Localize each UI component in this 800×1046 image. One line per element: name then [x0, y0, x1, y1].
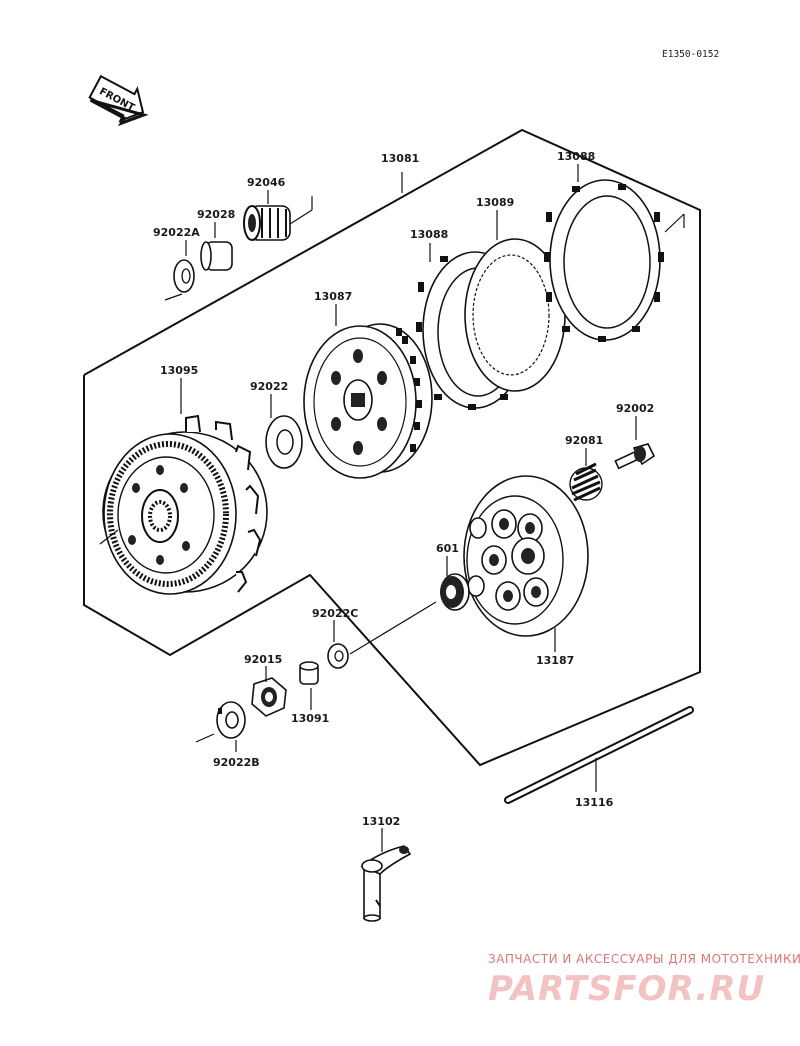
washer-92022c — [327, 643, 349, 669]
lock-washer-92022b — [216, 701, 246, 739]
label-92022a: 92022A — [153, 226, 200, 239]
label-13102: 13102 — [362, 815, 400, 828]
label-92046: 92046 — [247, 176, 286, 189]
assembly-outline — [83, 128, 701, 767]
label-92081: 92081 — [565, 434, 603, 447]
sleeve-92028 — [200, 241, 233, 271]
nut-92015 — [251, 677, 287, 717]
label-13088-left: 13088 — [410, 228, 448, 241]
front-arrow-icon: FRONT — [88, 74, 149, 127]
needle-bearing-92046 — [243, 205, 291, 241]
bolt-92002 — [614, 443, 656, 470]
label-92015: 92015 — [244, 653, 282, 666]
release-lever-13102 — [360, 845, 412, 922]
label-92022c: 92022C — [312, 607, 358, 620]
label-13095: 13095 — [160, 364, 198, 377]
label-92022: 92022 — [250, 380, 288, 393]
spring-92081 — [569, 462, 603, 502]
friction-plate-13088-right — [544, 179, 664, 342]
sleeve-13091 — [299, 661, 319, 685]
label-13089: 13089 — [476, 196, 514, 209]
thrust-washer-92022 — [265, 415, 303, 469]
diagram-code: E1350-0152 — [662, 49, 719, 60]
watermark-subtitle: ЗАПЧАСТИ И АКСЕССУАРЫ ДЛЯ МОТОТЕХНИКИ — [488, 952, 800, 966]
washer-92022a — [173, 259, 195, 293]
label-601: 601 — [436, 542, 459, 555]
watermark-brand: PARTSFOR.RU — [488, 969, 765, 1009]
label-13187: 13187 — [536, 654, 574, 667]
clutch-housing-13095 — [102, 414, 268, 595]
label-13087: 13087 — [314, 290, 352, 303]
clutch-hub-13087 — [303, 323, 433, 479]
pressure-plate-13187 — [463, 475, 589, 637]
label-92022b: 92022B — [213, 756, 260, 769]
steel-plate-13089 — [464, 238, 566, 392]
ball-bearing-601 — [440, 573, 470, 611]
label-13081: 13081 — [381, 152, 419, 165]
label-13116: 13116 — [575, 796, 614, 809]
label-92002: 92002 — [616, 402, 654, 415]
label-92028: 92028 — [197, 208, 235, 221]
label-13088-right: 13088 — [557, 150, 595, 163]
push-rod-13116 — [504, 706, 694, 804]
label-13091: 13091 — [291, 712, 329, 725]
